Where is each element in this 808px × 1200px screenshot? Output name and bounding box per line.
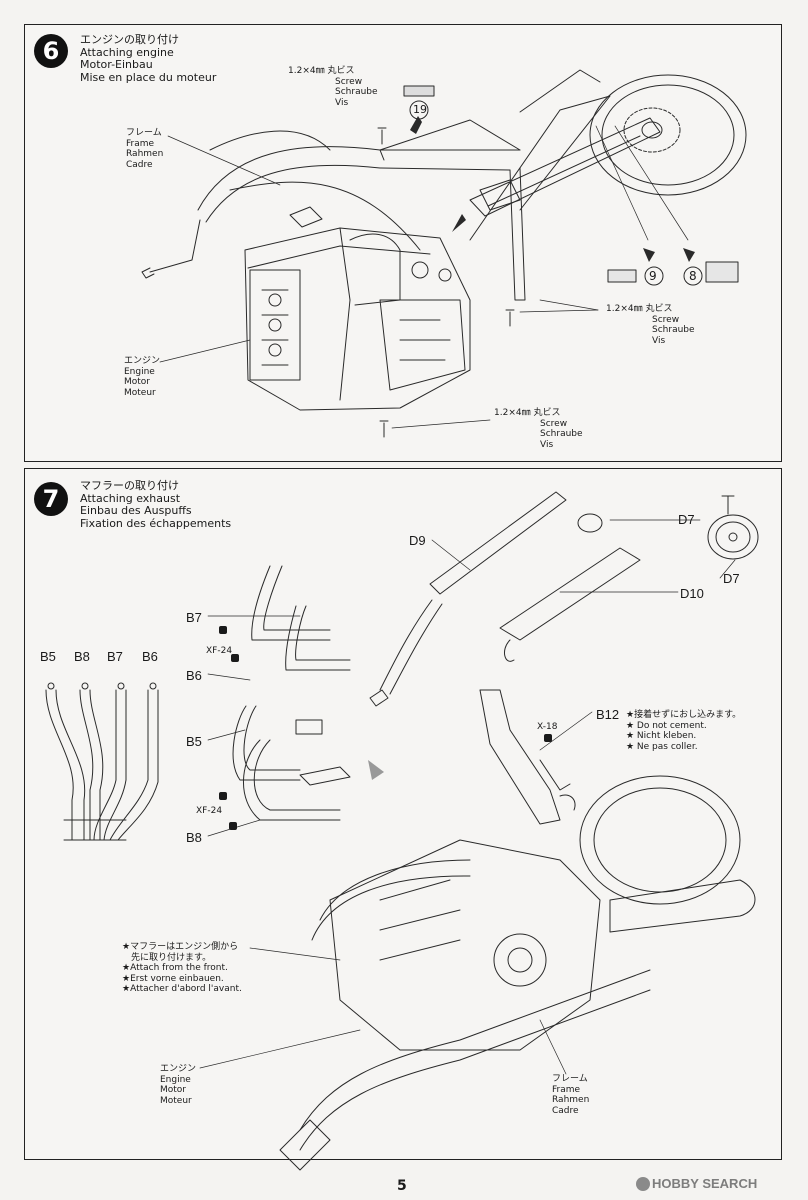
part-d9: D9 <box>409 533 426 548</box>
step6-title-de: Motor-Einbau <box>80 58 153 71</box>
engine-label-7: エンジン Engine Motor Moteur <box>160 1064 196 1106</box>
part-b8: B8 <box>186 830 202 845</box>
watermark: HOBBY SEARCH <box>652 1176 758 1191</box>
step7-title-de: Einbau des Auspuffs <box>80 504 192 517</box>
step6-titles: エンジンの取り付け Attaching engine Motor-Einbau … <box>80 33 217 84</box>
step7-titles: マフラーの取り付け Attaching exhaust Einbau des A… <box>80 479 232 530</box>
part-d7-side: D7 <box>723 571 740 586</box>
b12-bracket <box>479 689 576 825</box>
screw-fr: Vis <box>540 439 554 450</box>
decal-9-number: 9 <box>649 269 657 283</box>
muffler-note-ja1: ★マフラーはエンジン側から <box>122 942 239 952</box>
b12-note-ja: ★接着せずにおし込みます。 <box>626 710 742 720</box>
step7-markers <box>219 626 552 830</box>
muffler-note-fr: ★Attacher d'abord l'avant. <box>122 984 242 994</box>
screw-de: Schraube <box>652 325 695 335</box>
engine-fr: Moteur <box>124 387 156 398</box>
decal-8-number: 8 <box>689 269 697 283</box>
frame-ja: フレーム <box>126 128 162 138</box>
screw-size: 1.2×4㎜ 丸ビス <box>494 408 561 418</box>
step6-panel <box>24 24 782 462</box>
engine-en: Engine <box>124 366 155 377</box>
frame-outline <box>141 119 526 301</box>
screw-size: 1.2×4㎜ 丸ビス <box>606 304 673 314</box>
swing-arm <box>469 69 661 241</box>
step7-panel <box>24 468 782 1160</box>
b12-note-en: ★ Do not cement. <box>626 720 707 731</box>
bike-body-7 <box>279 775 756 1171</box>
hobby-search-logo-icon <box>636 1177 650 1191</box>
decal-19-number: 19 <box>413 103 427 116</box>
screw-size: 1.2×4㎜ 丸ビス <box>288 66 355 76</box>
pipe-set-left <box>45 682 159 841</box>
part-b5: B5 <box>186 734 202 749</box>
frame-label: フレーム Frame Rahmen Cadre <box>126 128 163 170</box>
screw-fr: Vis <box>335 97 349 108</box>
step6-leaders <box>159 125 689 429</box>
frame-label-7: フレーム Frame Rahmen Cadre <box>552 1074 589 1116</box>
frame-en: Frame <box>552 1084 581 1095</box>
step7-title-ja: マフラーの取り付け <box>80 479 179 492</box>
b12-note-de: ★ Nicht kleben. <box>626 731 697 741</box>
part-d10: D10 <box>680 586 704 601</box>
step6-title-fr: Mise en place du moteur <box>80 70 217 84</box>
row-b7: B7 <box>107 649 123 664</box>
engine-ja: エンジン <box>124 356 161 366</box>
screw-fr: Vis <box>652 335 666 346</box>
part-b12: B12 <box>596 707 620 722</box>
part-b7: B7 <box>186 610 202 625</box>
screw-en: Screw <box>540 418 568 429</box>
muffler-assembly <box>369 491 759 707</box>
row-b8: B8 <box>74 649 90 664</box>
engine-ja: エンジン <box>160 1064 197 1074</box>
screw-de: Schraube <box>335 87 378 97</box>
row-b6: B6 <box>142 649 158 664</box>
muffler-note-en: ★Attach from the front. <box>122 963 228 973</box>
screw-top-label: 1.2×4㎜ 丸ビス Screw Schraube Vis <box>288 66 378 108</box>
frame-fr: Cadre <box>126 159 153 170</box>
decal-markers <box>403 85 739 286</box>
rear-wheel <box>589 74 747 196</box>
frame-de: Rahmen <box>126 149 164 159</box>
b12-note-fr: ★ Ne pas coller. <box>626 741 698 752</box>
paint-xf24-top: XF-24 <box>206 646 233 656</box>
part-d7-top: D7 <box>678 512 695 527</box>
frame-en: Frame <box>126 138 155 149</box>
step7-title-en: Attaching exhaust <box>80 491 181 505</box>
screw-en: Screw <box>652 314 680 325</box>
muffler-note-de: ★Erst vorne einbauen. <box>122 973 224 984</box>
screw-en: Screw <box>335 76 363 87</box>
paint-xf24-bottom: XF-24 <box>196 806 223 816</box>
screw-de: Schraube <box>540 429 583 439</box>
engine-label: エンジン Engine Motor Moteur <box>124 356 160 398</box>
screw-bottom-label: 1.2×4㎜ 丸ビス Screw Schraube Vis <box>494 408 583 450</box>
b12-note: ★接着せずにおし込みます。 ★ Do not cement. ★ Nicht k… <box>626 710 741 752</box>
engine-de: Motor <box>124 377 151 387</box>
engine-de: Motor <box>160 1085 187 1095</box>
step6-title-en: Attaching engine <box>80 45 174 59</box>
paint-x18: X-18 <box>537 722 558 732</box>
step7-number: 7 <box>34 482 68 516</box>
step7-title-fr: Fixation des échappements <box>80 516 232 530</box>
step6-number: 6 <box>34 34 68 68</box>
step7-leaders <box>199 519 736 1075</box>
frame-de: Rahmen <box>552 1095 590 1105</box>
step6-title-ja: エンジンの取り付け <box>80 33 179 46</box>
frame-fr: Cadre <box>552 1105 579 1116</box>
screw-icons <box>377 127 515 438</box>
row-b5: B5 <box>40 649 56 664</box>
muffler-note: ★マフラーはエンジン側から 先に取り付けます。 ★Attach from the… <box>122 942 242 995</box>
screw-right-label: 1.2×4㎜ 丸ビス Screw Schraube Vis <box>606 304 695 346</box>
engine-en: Engine <box>160 1074 191 1085</box>
page-number: 5 <box>397 1178 407 1194</box>
step6-arrows <box>410 116 695 262</box>
header-pipes <box>232 565 351 821</box>
engine-fr: Moteur <box>160 1095 192 1106</box>
muffler-note-ja2: 先に取り付けます。 <box>131 952 212 963</box>
frame-ja: フレーム <box>552 1074 588 1084</box>
part-b6: B6 <box>186 668 202 683</box>
engine-block <box>244 206 471 411</box>
